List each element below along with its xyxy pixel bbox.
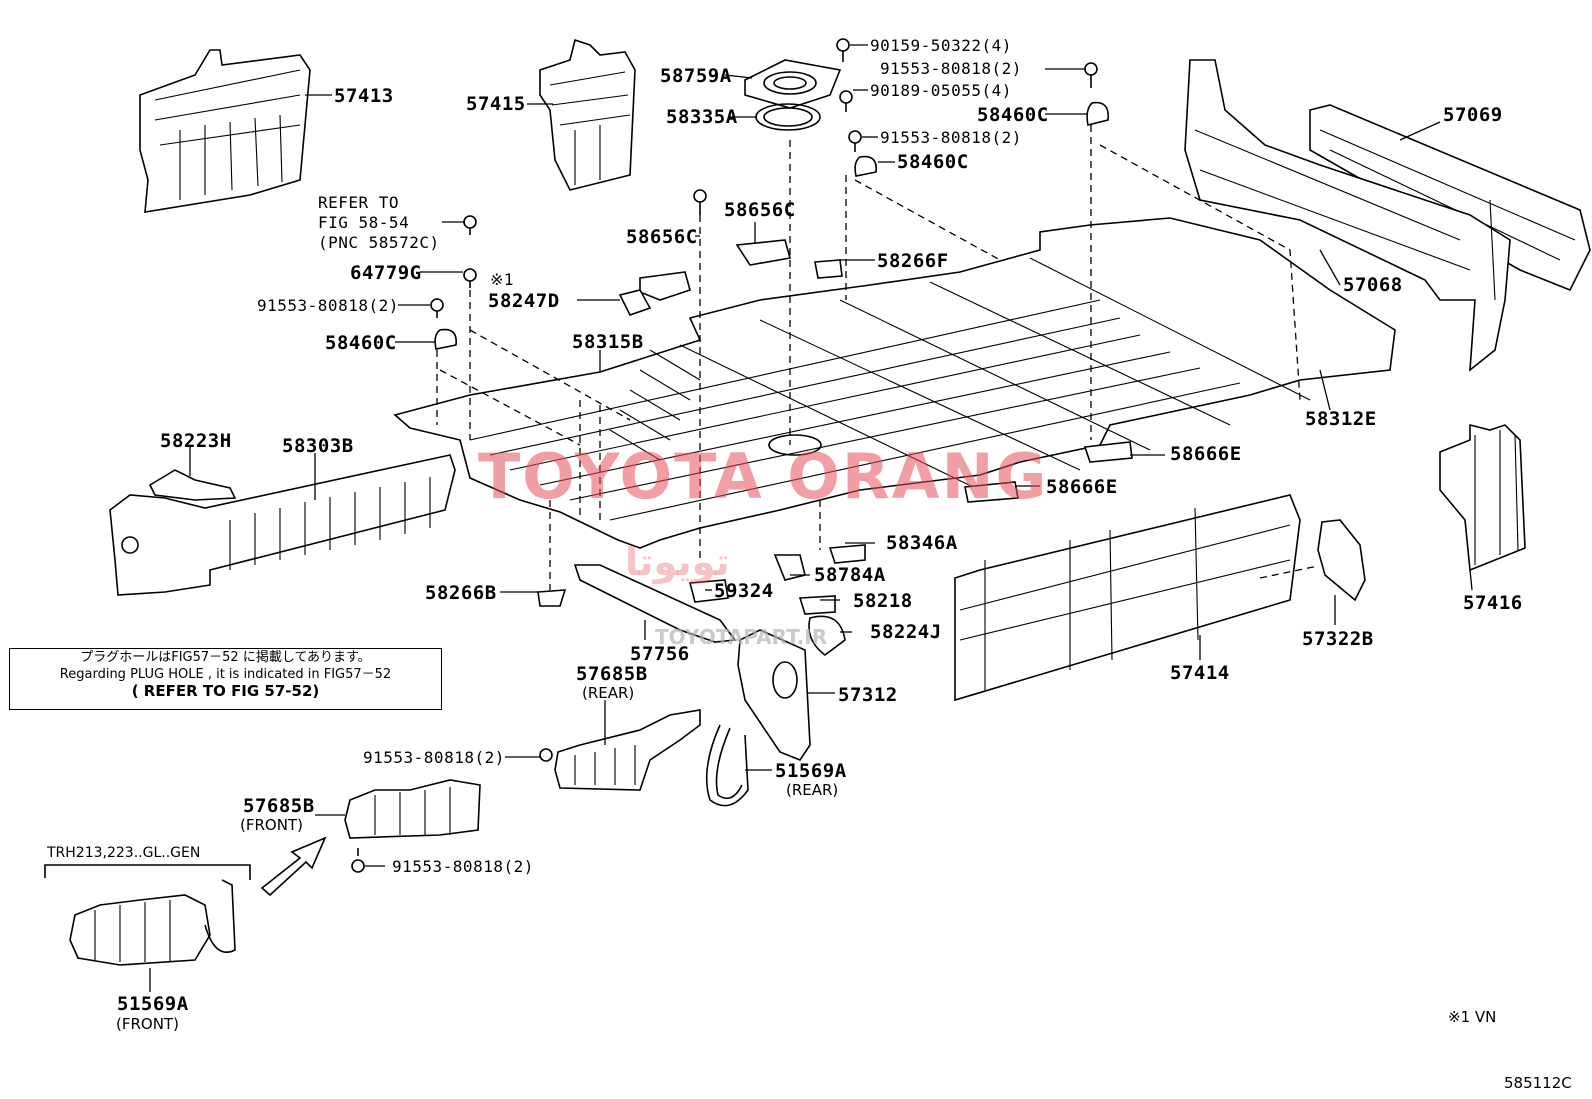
part-57416-shape xyxy=(1439,423,1526,572)
label-58335A: 58335A xyxy=(666,106,738,128)
watermark-main: TOYOTA ORANG xyxy=(478,440,1049,513)
clips-58460C xyxy=(434,101,1109,350)
label-91553-80818-top: 91553-80818(2) xyxy=(880,59,1022,78)
part-58759A-shape xyxy=(744,59,842,109)
label-59324: 59324 xyxy=(714,580,774,602)
label-91553-80818-mid: 91553-80818(2) xyxy=(880,128,1022,147)
part-51569A-front-shape xyxy=(69,879,236,966)
part-57685B-front-shape xyxy=(344,779,481,839)
label-91553-80818-bottom: 91553-80818(2) xyxy=(392,857,534,876)
label-57322B: 57322B xyxy=(1302,628,1374,650)
label-57685B-front: 57685B xyxy=(243,795,315,817)
part-57756-shape xyxy=(573,564,737,643)
refer-line1: REFER TO xyxy=(318,193,400,212)
label-58303B: 58303B xyxy=(282,435,354,457)
sub-front-51569A: (FRONT) xyxy=(116,1015,179,1033)
plug-hole-note: プラグホールはFIG57－52 に掲載してあります。 Regarding PLU… xyxy=(9,648,442,710)
label-58266F: 58266F xyxy=(877,250,949,272)
part-57312-shape xyxy=(737,629,811,761)
part-57322B-shape xyxy=(1317,519,1366,602)
label-91553-80818-lower: 91553-80818(2) xyxy=(363,748,505,767)
label-58656C-lower: 58656C xyxy=(626,226,698,248)
figure-code: 585112C xyxy=(1504,1074,1572,1092)
label-58666E-upper: 58666E xyxy=(1170,443,1242,465)
label-58666E-lower: 58666E xyxy=(1046,476,1118,498)
part-57069-shape xyxy=(1309,104,1591,292)
part-57685B-rear-shape xyxy=(554,709,701,791)
brackets xyxy=(537,239,1133,657)
label-58460C-left: 58460C xyxy=(325,332,397,354)
label-58656C-upper: 58656C xyxy=(724,199,796,221)
part-57415-shape xyxy=(539,38,636,191)
label-58223H: 58223H xyxy=(160,430,232,452)
label-58224J: 58224J xyxy=(870,621,942,643)
label-58460C-mid: 58460C xyxy=(897,151,969,173)
part-58303B-shape xyxy=(109,454,456,596)
label-58266B: 58266B xyxy=(425,582,497,604)
watermark-persian: تویوتا xyxy=(625,540,730,584)
footnote-legend: ※1 VN xyxy=(1448,1008,1497,1026)
label-57416: 57416 xyxy=(1463,592,1523,614)
label-58315B: 58315B xyxy=(572,331,644,353)
leader-lines xyxy=(149,44,1473,992)
label-58247D: 58247D xyxy=(488,290,560,312)
label-58346A: 58346A xyxy=(886,532,958,554)
label-58218: 58218 xyxy=(853,590,913,612)
label-51569A-front: 51569A xyxy=(117,993,189,1015)
label-90189-05055: 90189-05055(4) xyxy=(870,81,1012,100)
note-japanese: プラグホールはFIG57－52 に掲載してあります。 xyxy=(80,650,371,665)
label-58759A: 58759A xyxy=(660,65,732,87)
bolts xyxy=(351,38,1098,873)
label-58784A: 58784A xyxy=(814,564,886,586)
note-refer: ( REFER TO FIG 57-52) xyxy=(131,682,320,700)
part-51569A-rear-shape xyxy=(705,724,749,807)
assembly-lines xyxy=(436,125,1319,590)
label-57756: 57756 xyxy=(630,643,690,665)
label-57312: 57312 xyxy=(838,684,898,706)
label-57685B-rear: 57685B xyxy=(576,663,648,685)
floor-pan xyxy=(393,217,1396,549)
part-58335A-shape xyxy=(755,103,821,131)
label-64779G: 64779G xyxy=(350,262,422,284)
part-57068-shape xyxy=(1184,59,1511,372)
sub-rear-51569A: (REAR) xyxy=(786,781,839,799)
model-bracket xyxy=(44,864,251,880)
label-91553-80818-left: 91553-80818(2) xyxy=(257,296,399,315)
label-58312E: 58312E xyxy=(1305,408,1377,430)
refer-line2: FIG 58-54 xyxy=(318,213,410,232)
label-57415: 57415 xyxy=(466,93,526,115)
label-57414: 57414 xyxy=(1170,662,1230,684)
sub-rear-57685B: (REAR) xyxy=(582,684,635,702)
label-58460C-top: 58460C xyxy=(977,104,1049,126)
part-57414-shape xyxy=(954,494,1301,702)
label-51569A-rear: 51569A xyxy=(775,760,847,782)
footnote-mark: ※1 xyxy=(490,270,515,289)
label-57413: 57413 xyxy=(334,85,394,107)
part-58223H-shape xyxy=(148,469,237,501)
label-57068: 57068 xyxy=(1343,274,1403,296)
model-code: TRH213,223..GL..GEN xyxy=(47,845,201,861)
watermark-site: TOYOTAPART.IR xyxy=(655,625,828,649)
label-57069: 57069 xyxy=(1443,104,1503,126)
sub-front-57685B: (FRONT) xyxy=(240,816,303,834)
part-57413-shape xyxy=(139,49,311,213)
note-english: Regarding PLUG HOLE , it is indicated in… xyxy=(59,667,392,682)
label-90159-50322: 90159-50322(4) xyxy=(870,36,1012,55)
direction-arrow xyxy=(260,836,327,897)
refer-line3: (PNC 58572C) xyxy=(318,233,440,252)
